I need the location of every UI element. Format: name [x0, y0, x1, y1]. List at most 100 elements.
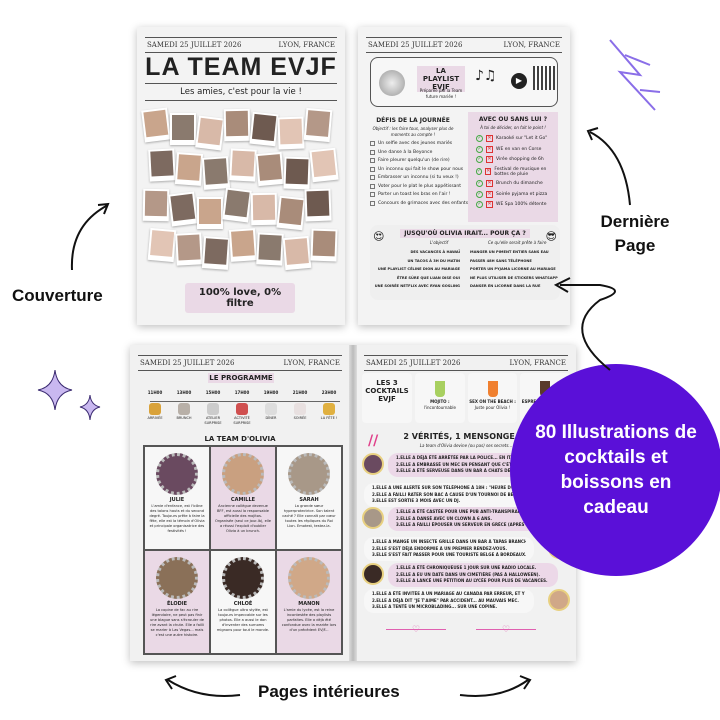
programme-label: ACTIVITÉ SURPRISE — [233, 416, 251, 425]
jusquou-item: PASSER 48H SANS TÉLÉPHONE — [470, 258, 532, 263]
member-description: La collègue ultra stylée, est toujours i… — [216, 608, 270, 632]
arrow-right-icon — [459, 675, 532, 697]
lightning-doodle-icon — [609, 39, 661, 111]
masthead-date: SAMEDI 25 JUILLET 2026 — [140, 359, 235, 367]
truth-statement: 2.ELLE S'EST DÉJÀ ENDORMIE À UN PREMIER … — [372, 545, 507, 551]
cover-footer: 100% love, 0% filtre — [185, 283, 295, 313]
avec-text: Festival de musique en bottes de pluie — [494, 166, 547, 177]
truth-statement: 2.ELLE A DANSÉ AVEC UN CLOWN À 6 ANS. — [396, 515, 492, 521]
cross-icon[interactable]: ✕ — [485, 168, 492, 175]
truth-statement: 1.ELLE A DÉJÀ ÉTÉ ARRÊTÉE PAR LA POLICE.… — [396, 455, 522, 460]
checkbox[interactable] — [370, 149, 375, 155]
cross-icon[interactable]: ✕ — [486, 201, 493, 208]
truths-title: 2 VÉRITÉS, 1 MENSONGE !!! — [403, 432, 529, 441]
checkbox[interactable] — [370, 158, 375, 163]
check-icon[interactable]: ✓ — [476, 156, 483, 163]
truth-statement: 3.ELLE A ÉTÉ SERVEUSE DANS UN BAR À CHAT… — [396, 468, 532, 473]
member-description: La copine de fac au rire légendaire, ne … — [150, 608, 204, 637]
check-icon[interactable]: ✓ — [476, 180, 483, 187]
cross-icon[interactable]: ✕ — [486, 156, 493, 163]
photo-collage — [141, 107, 339, 279]
checkbox[interactable] — [370, 200, 375, 206]
programme-time: 19H00 — [263, 390, 279, 395]
defi-text: Faire pleurer quelqu'un (de rire) — [378, 158, 450, 163]
cover-title: LA TEAM EVJF — [145, 53, 337, 81]
programme-time: 17H00 — [234, 390, 250, 395]
avec-text: Brunch du dimanche — [496, 181, 543, 186]
cross-icon[interactable]: ✕ — [486, 180, 493, 187]
checkbox[interactable] — [370, 192, 375, 197]
jusquou-item: PORTER UN PYJAMA LICORNE AU MARIAGE — [470, 267, 556, 271]
cross-icon[interactable]: ✕ — [486, 135, 493, 142]
member-photo — [156, 557, 198, 599]
check-icon[interactable]: ✓ — [476, 168, 483, 175]
avec-list: ✓✕Karaoké sur "Let it Go"✓✕WE en van en … — [468, 135, 558, 208]
cocktail-card: SEX ON THE BEACH :Juste pour Olivia ! — [467, 373, 518, 423]
heart-eyes-emoji-icon: 😍 — [373, 230, 385, 243]
check-icon[interactable]: ✓ — [476, 135, 483, 142]
cocktail-glass-icon — [487, 381, 498, 397]
member-photo — [156, 453, 198, 495]
cocktail-description: Juste pour Olivia ! — [474, 405, 511, 410]
check-icon[interactable]: ✓ — [476, 201, 483, 208]
friend-avatar — [548, 589, 570, 611]
checkbox[interactable] — [370, 183, 375, 189]
avec-text: Karaoké sur "Let it Go" — [496, 136, 548, 141]
defi-text: Un selfie avec des jeunes mariés — [378, 141, 453, 146]
defi-item: Un selfie avec des jeunes mariés — [370, 141, 470, 146]
jusquou-item: UNE PLAYLIST CÉLINE DION AU MARIAGE — [377, 267, 460, 271]
qr-code[interactable] — [533, 66, 555, 90]
jusquou-item: DANSER EN LICORNE DANS LA RUE — [470, 284, 541, 288]
promo-badge — [510, 364, 720, 576]
truths-block: 1.ELLE A ÉTÉ CASTÉE POUR UNE PUB ANTI-TR… — [388, 507, 558, 531]
cocktail-description: l'incontournable — [423, 405, 456, 410]
programme-illustration-icon — [178, 403, 190, 415]
programme-illustration-icon — [149, 403, 161, 415]
avec-subtitle: À toi de décider, on fait le point ! — [480, 125, 546, 130]
member-photo — [288, 453, 330, 495]
play-button[interactable]: ▶ — [511, 73, 527, 89]
avec-item: ✓✕Soirée pyjama et pizza — [476, 190, 558, 198]
masthead-place: LYON, FRANCE — [503, 41, 560, 49]
cocktails-title: LES 3 COCKTAILS EVJF — [362, 373, 412, 423]
avec-text: Virée shopping de 6h — [496, 157, 544, 162]
sunglasses-emoji-icon: 😎 — [545, 230, 557, 243]
defi-item: Voter pour le plat le plus appétissant — [370, 183, 470, 189]
col-right-heading: Ce qu'elle serait prête à faire — [488, 240, 547, 245]
checkbox[interactable] — [370, 166, 375, 172]
truth-statement: 3.ELLE A TENTÉ UN MICROBLADING... SUR UN… — [372, 604, 498, 609]
cross-icon[interactable]: ✕ — [486, 190, 493, 198]
cocktail-name: MOJITO : — [430, 399, 450, 404]
cross-icon[interactable]: ✕ — [486, 145, 493, 153]
jusquou-item: NE PLUS UTILISER DE STICKERS WHATSAPP — [470, 275, 558, 280]
promo-badge-text: 80 Illustrations de cocktails et boisson… — [535, 422, 697, 518]
masthead-date: SAMEDI 25 JUILLET 2026 — [147, 41, 242, 49]
programme-label: DÎNER — [265, 416, 277, 420]
programme-label: BRUNCH — [176, 416, 192, 420]
truths-block: 1.ELLE A MANGÉ UN INSECTE GRILLÉ DANS UN… — [364, 537, 534, 561]
defi-item: Faire pleurer quelqu'un (de rire) — [370, 158, 470, 163]
checkbox[interactable] — [370, 175, 375, 180]
programme-time: 23H00 — [321, 390, 337, 395]
team-title: LA TEAM D'OLIVIA — [204, 435, 276, 443]
member-name: CHLOÉ — [233, 601, 253, 607]
programme-time: 21H00 — [292, 390, 308, 395]
programme-illustration-icon — [236, 403, 248, 415]
programme-time: 11H00 — [147, 390, 163, 395]
checkbox[interactable] — [370, 141, 375, 146]
check-icon[interactable]: ✓ — [476, 190, 483, 198]
cocktail-name: SEX ON THE BEACH : — [469, 399, 516, 404]
member-description: L'amie du lycée, est la reine incontesté… — [281, 608, 337, 632]
check-icon[interactable]: ✓ — [476, 145, 483, 153]
avec-text: WE Spa 100% détente — [496, 202, 547, 207]
timeline-line — [150, 401, 340, 402]
